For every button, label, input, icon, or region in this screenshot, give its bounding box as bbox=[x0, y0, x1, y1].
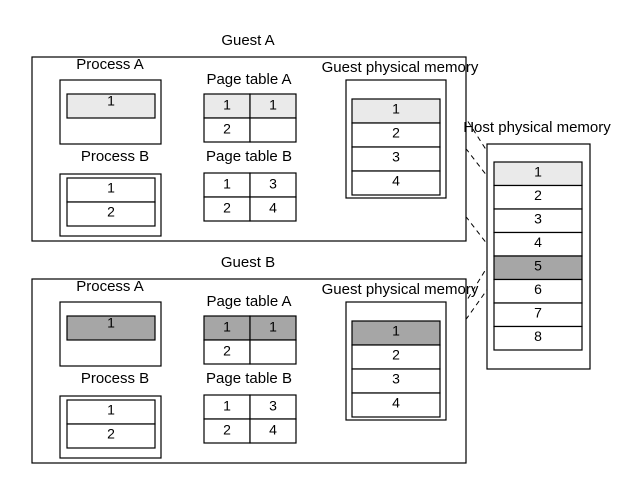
guest-b-page-table-a-cell-label: 2 bbox=[223, 343, 231, 359]
guest-a-page-table-b-label: Page table B bbox=[206, 148, 292, 165]
host-memory-frame-label: 8 bbox=[534, 328, 542, 344]
guest-b-process-b-page-label: 1 bbox=[107, 402, 115, 418]
guest-a-page-table-a-cell-label: 1 bbox=[269, 97, 277, 113]
guest-a-guest-memory-frame-label: 1 bbox=[392, 101, 400, 117]
host-memory-frame-label: 1 bbox=[534, 164, 542, 180]
guest-b-guest-memory-frame-cell bbox=[351, 320, 441, 346]
guest-a-page-table-b-cell bbox=[249, 172, 297, 198]
guest-a-page-table-a-cell bbox=[203, 117, 251, 143]
guest-a-page-table-a-cell-label: 2 bbox=[223, 121, 231, 137]
guest-a-guest-memory-label: Guest physical memory bbox=[322, 59, 479, 76]
guest-b-process-b-page-label: 2 bbox=[107, 426, 115, 442]
guest-b-page-table-b-cell bbox=[203, 394, 251, 420]
guest-b-guest-memory-label: Guest physical memory bbox=[322, 281, 479, 298]
guest-b-page-table-a-cell bbox=[249, 315, 297, 341]
guest-a-process-b-page bbox=[66, 177, 156, 203]
host-memory-frame-label: 7 bbox=[534, 305, 542, 321]
host-memory-frame-label: 3 bbox=[534, 211, 542, 227]
guest-b-page-table-b-label: Page table B bbox=[206, 370, 292, 387]
host-memory-frame-label: 2 bbox=[534, 187, 542, 203]
guest-b-page-table-a-label: Page table A bbox=[206, 293, 291, 310]
guest-a-guest-memory-frame-label: 2 bbox=[392, 125, 400, 141]
host-memory-frame-label: 5 bbox=[534, 258, 542, 274]
guest-a-page-table-b-cell-label: 4 bbox=[269, 200, 277, 216]
guest-a-page-table-b-cell-label: 3 bbox=[269, 176, 277, 192]
host-memory-label: Host physical memory bbox=[463, 119, 611, 136]
guest-b-process-b-page bbox=[66, 399, 156, 425]
guest-b-page-table-b-cell-label: 1 bbox=[223, 398, 231, 414]
guest-a-guest-memory-frame-cell bbox=[351, 98, 441, 124]
guest-a-process-a-page bbox=[66, 93, 156, 119]
guest-a-process-b-page-label: 1 bbox=[107, 180, 115, 196]
guest-b-guest-memory-frame-cell bbox=[351, 392, 441, 418]
guest-b-page-table-b-cell-label: 4 bbox=[269, 422, 277, 438]
guest-b-guest-memory-frame-label: 3 bbox=[392, 371, 400, 387]
guest-b-process-b-label: Process B bbox=[81, 370, 149, 387]
guest-a-title: Guest A bbox=[221, 32, 274, 49]
guest-b-process-b-page bbox=[66, 423, 156, 449]
guest-b-process-a-page bbox=[66, 315, 156, 341]
guest-b-guest-memory-frame-label: 1 bbox=[392, 323, 400, 339]
guest-b-process-a-label: Process A bbox=[76, 278, 144, 295]
guest-a-page-table-b-cell-label: 2 bbox=[223, 200, 231, 216]
guest-b-process-a-page-label: 1 bbox=[107, 315, 115, 331]
guest-b-page-table-a-cell bbox=[249, 339, 297, 365]
guest-a-guest-memory-frame-label: 4 bbox=[392, 173, 400, 189]
guest-b-title: Guest B bbox=[221, 254, 275, 271]
guest-b-page-table-b-cell bbox=[249, 418, 297, 444]
guest-a-guest-memory-frame-cell bbox=[351, 146, 441, 172]
guest-b-page-table-b-cell-label: 3 bbox=[269, 398, 277, 414]
guest-b-page-table-a-cell-label: 1 bbox=[223, 319, 231, 335]
guest-a-guest-memory-frame-label: 3 bbox=[392, 149, 400, 165]
guest-a-page-table-a-cell-label: 1 bbox=[223, 97, 231, 113]
guest-a-guest-memory-frame-cell bbox=[351, 170, 441, 196]
guest-a-page-table-a-cell bbox=[249, 93, 297, 119]
guest-a-process-b-page-label: 2 bbox=[107, 204, 115, 220]
guest-a-page-table-b-cell-label: 1 bbox=[223, 176, 231, 192]
guest-a-process-a-label: Process A bbox=[76, 56, 144, 73]
guest-a-process-b-page bbox=[66, 201, 156, 227]
host-memory-frame-label: 4 bbox=[534, 234, 542, 250]
guest-a-process-b-label: Process B bbox=[81, 148, 149, 165]
guest-a-page-table-a-cell bbox=[203, 93, 251, 119]
guest-b-guest-memory-frame-label: 2 bbox=[392, 347, 400, 363]
guest-a-page-table-a-cell bbox=[249, 117, 297, 143]
guest-a-process-a-page-label: 1 bbox=[107, 93, 115, 109]
host-memory-frame-label: 6 bbox=[534, 281, 542, 297]
guest-a-guest-memory-frame-cell bbox=[351, 122, 441, 148]
guest-a-page-table-b-cell bbox=[249, 196, 297, 222]
guest-b-guest-memory-frame-label: 4 bbox=[392, 395, 400, 411]
host-memory-frame-cell bbox=[493, 325, 583, 351]
guest-b-guest-memory-frame-cell bbox=[351, 344, 441, 370]
guest-a-page-table-a-label: Page table A bbox=[206, 71, 291, 88]
guest-b-page-table-a-cell-label: 1 bbox=[269, 319, 277, 335]
guest-b-page-table-b-cell-label: 2 bbox=[223, 422, 231, 438]
